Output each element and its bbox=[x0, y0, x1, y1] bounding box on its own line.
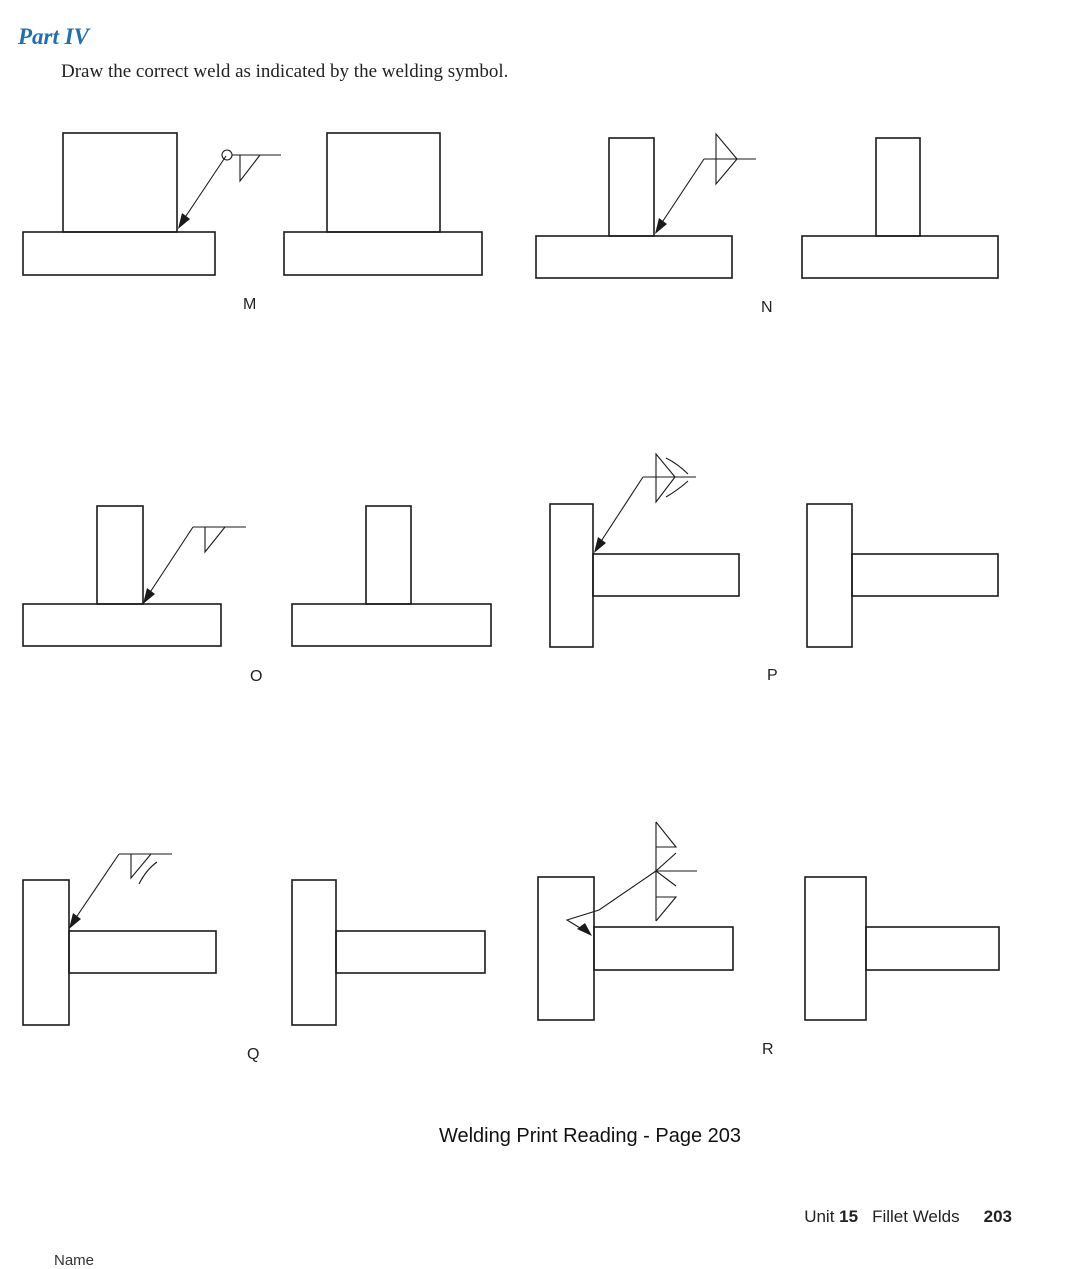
footer-unit-title: Fillet Welds bbox=[872, 1207, 960, 1226]
convex-contour-symbol bbox=[138, 861, 158, 885]
figure-n-symbol bbox=[535, 132, 756, 279]
page-caption: Welding Print Reading - Page 203 bbox=[438, 1125, 742, 1147]
part-title: Part IV bbox=[18, 24, 89, 49]
page-footer: Unit 15 Fillet Welds 203 bbox=[804, 1207, 1012, 1227]
figure-label-m: M bbox=[243, 296, 257, 313]
m-base-plate bbox=[22, 231, 216, 276]
footer-unit-word: Unit bbox=[804, 1207, 835, 1226]
m-upper-block bbox=[62, 132, 178, 233]
figure-m-symbol bbox=[22, 132, 281, 276]
fillet-weld-symbol bbox=[655, 452, 676, 478]
footer-page-number: 203 bbox=[983, 1207, 1012, 1226]
fillet-weld-symbol bbox=[655, 476, 676, 504]
figure-label-p: P bbox=[767, 667, 778, 684]
figure-p-answer bbox=[806, 503, 999, 648]
figure-o-answer bbox=[291, 505, 492, 647]
fillet-weld-symbol bbox=[715, 158, 738, 186]
figure-q-symbol bbox=[22, 853, 217, 1026]
name-line: Name bbox=[54, 1252, 95, 1269]
convex-contour-symbol bbox=[665, 480, 689, 498]
figure-q-answer bbox=[291, 879, 486, 1026]
figure-label-r: R bbox=[762, 1041, 774, 1058]
weld-all-around-circle bbox=[221, 149, 233, 161]
fillet-weld-symbol bbox=[715, 132, 738, 160]
figure-label-q: Q bbox=[247, 1046, 260, 1063]
fillet-weld-symbol bbox=[130, 853, 152, 880]
fillet-weld-symbol bbox=[655, 821, 678, 848]
figure-n-answer bbox=[801, 137, 999, 279]
instructions: Draw the correct weld as indicated by th… bbox=[61, 61, 509, 82]
figure-label-n: N bbox=[761, 299, 773, 316]
figure-m-answer bbox=[283, 132, 483, 276]
fillet-weld-symbol bbox=[239, 154, 261, 183]
figure-p-symbol bbox=[549, 452, 740, 648]
footer-unit-number: 15 bbox=[839, 1207, 859, 1226]
convex-contour-symbol bbox=[665, 457, 689, 475]
figure-label-o: O bbox=[250, 668, 263, 685]
fillet-weld-symbol bbox=[204, 526, 226, 554]
figure-r-answer bbox=[804, 876, 1000, 1021]
fillet-weld-symbol bbox=[655, 852, 677, 887]
fillet-weld-symbol bbox=[655, 896, 678, 922]
figure-o-symbol bbox=[22, 505, 246, 647]
figure-r-symbol bbox=[537, 821, 734, 1021]
